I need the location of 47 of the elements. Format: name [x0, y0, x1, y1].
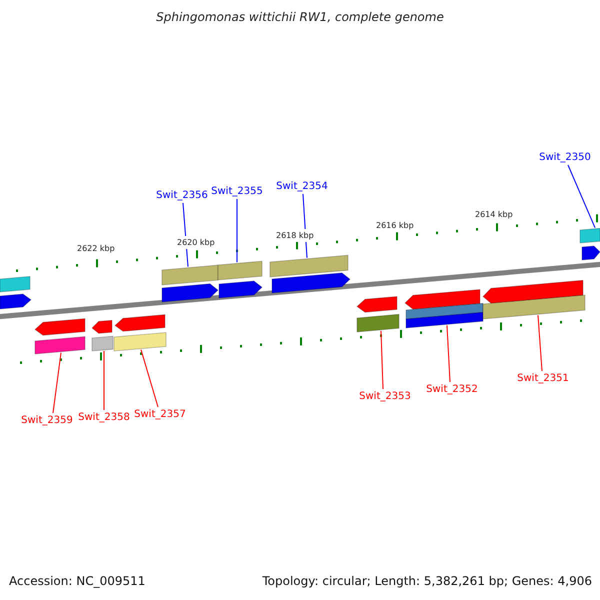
- feature-bar: [406, 302, 484, 320]
- accession-text: Accession: NC_009511: [9, 575, 146, 588]
- scale-label: 2616 kbp: [376, 219, 414, 232]
- leader-line: [140, 349, 158, 408]
- feature-bar: [356, 314, 400, 332]
- feature-bar: [482, 294, 586, 320]
- gene-block: [218, 280, 263, 298]
- gene-block: [0, 294, 32, 310]
- gene-label: Swit_2358: [78, 411, 130, 424]
- feature-bar: [270, 254, 348, 278]
- feature-bar: [0, 276, 30, 292]
- diagram-title: Sphingomonas wittichii RW1, complete genome: [155, 11, 445, 24]
- gene-label: Swit_2357: [134, 408, 186, 421]
- gene-block: [162, 283, 219, 302]
- leader-line: [52, 352, 62, 414]
- feature-bar: [92, 336, 114, 352]
- gene-block: [272, 272, 351, 294]
- gene-label: Swit_2355: [211, 185, 263, 198]
- gene-block: [404, 289, 480, 310]
- scale-label: 2618 kbp: [276, 229, 314, 242]
- gene-block: [482, 280, 584, 304]
- feature-bar: [580, 228, 600, 244]
- leader-line: [568, 164, 596, 228]
- gene-block: [356, 296, 398, 313]
- leader-line: [236, 198, 238, 263]
- gene-block: [582, 246, 600, 260]
- feature-bar: [114, 332, 166, 352]
- feature-bar: [218, 260, 262, 280]
- scale-label: 2620 kbp: [177, 236, 215, 249]
- scale-label: 2614 kbp: [475, 208, 513, 221]
- gene-label: Swit_2353: [359, 390, 411, 403]
- gene-label: Swit_2356: [156, 189, 208, 202]
- gene-label: Swit_2352: [426, 383, 478, 396]
- gene-label: Swit_2359: [21, 414, 73, 427]
- feature-bar: [34, 336, 86, 354]
- leader-line: [380, 330, 384, 390]
- gene-label: Swit_2354: [276, 180, 328, 193]
- feature-bar: [162, 264, 218, 286]
- scale-label: 2622 kbp: [77, 242, 115, 255]
- gene-label: Swit_2351: [517, 372, 569, 385]
- leader-line: [538, 314, 542, 372]
- gene-label: Swit_2350: [539, 151, 591, 164]
- gene-block: [34, 318, 86, 336]
- genome-stats-text: Topology: circular; Length: 5,382,261 bp; Genes: 4,906: [262, 575, 592, 588]
- leader-line: [446, 324, 450, 382]
- gene-block: [91, 320, 112, 334]
- feature-bar: [406, 312, 484, 328]
